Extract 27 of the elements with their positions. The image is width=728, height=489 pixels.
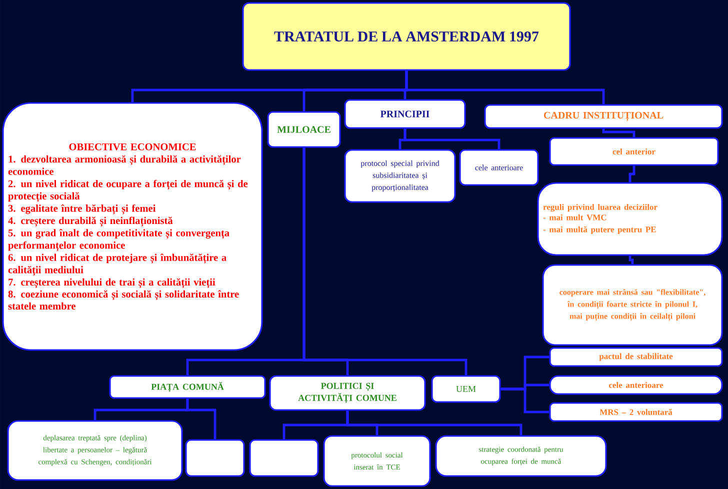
connector-line bbox=[405, 70, 605, 104]
item-box: reguli privind luarea deciziilor - mai mult VMC - mai multă putere pentru PE bbox=[537, 182, 723, 256]
empty-box bbox=[185, 439, 245, 477]
connector-line bbox=[404, 128, 500, 150]
connector-line bbox=[302, 148, 468, 376]
item-box: protocol special privind subsidiaritatea și proporționalitatea bbox=[344, 149, 456, 203]
empty-box bbox=[249, 439, 319, 477]
category-box: POLITICI ȘI ACTIVITĂȚI COMUNE bbox=[269, 375, 426, 411]
category-box: UEM bbox=[431, 375, 501, 403]
item-box: cele anterioare bbox=[549, 375, 723, 395]
title-box: TRATATUL DE LA AMSTERDAM 1997 bbox=[242, 2, 571, 71]
connector-line bbox=[346, 410, 522, 436]
category-box: PIAȚA COMUNĂ bbox=[109, 375, 266, 399]
connector-line bbox=[602, 128, 636, 138]
category-box: PRINCIPII bbox=[344, 99, 466, 129]
item-box: pactul de stabilitate bbox=[549, 347, 723, 367]
item-box: MRS – 2 voluntară bbox=[549, 402, 723, 422]
item-box: cel anterior bbox=[549, 137, 719, 166]
objectives-box: OBIECTIVE ECONOMICE 1. dezvoltarea armonioasă și durabilă a activităților economice 2. un nivel ridicat de ocupare a forței de muncă și de protecție socială 3. egalitate între bărbați și femei 4. creștere durabilă și neinflaționistă 5. un grad înalt de competitivitate și convergența performanțelor economice 6. un nivel ridicat de protejare și îmbunătățire a calității mediului 7. creșterea nivelului de trai și a calității vieții 8. coeziune economică și socială și solidaritate între statele membre bbox=[2, 102, 263, 351]
connector-line bbox=[500, 388, 550, 414]
connector-line bbox=[628, 166, 636, 182]
category-box: MIJLOACE bbox=[267, 111, 341, 148]
item-box: cooperare mai strânsă sau "flexibilitate", în condiții foarte stricte în pilonul I, mai puține condiții în ceilalți piloni bbox=[542, 264, 723, 346]
connector-line bbox=[628, 256, 634, 264]
category-box: CADRU INSTITUȚIONAL bbox=[484, 104, 723, 129]
item-box: cele anterioare bbox=[459, 149, 539, 186]
connector-line bbox=[186, 398, 216, 440]
